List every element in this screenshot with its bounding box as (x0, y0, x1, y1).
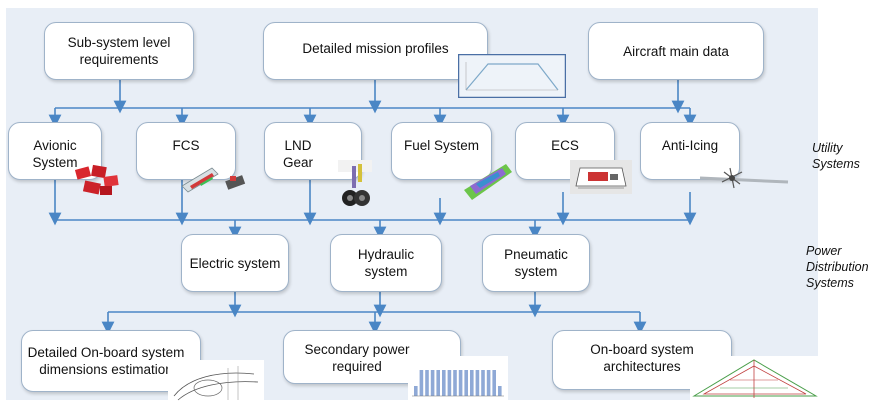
box-subsystem-requirements: Sub-system level requirements (44, 22, 194, 80)
power-thumb-bar (481, 370, 485, 396)
power-thumb-bar (430, 370, 435, 396)
box-hydraulic-system: Hydraulic system (330, 234, 442, 292)
side-label-text: Power Distribution Systems (806, 244, 869, 290)
box-label: FCS (172, 138, 200, 153)
fcs-thumbnail (181, 167, 246, 193)
box-label: Secondary power required (304, 342, 410, 374)
power-thumb-bar (486, 370, 491, 396)
box-ecs: ECS (515, 122, 615, 180)
box-label: LND Gear (282, 138, 313, 170)
box-label: Fuel System (403, 138, 480, 153)
box-label: On-board system architectures (590, 342, 694, 374)
power-thumb-bar (447, 370, 452, 396)
box-label: Detailed On-board system dimensions esti… (27, 345, 185, 377)
power-thumb-bar (492, 370, 496, 396)
power-thumb-bar (419, 370, 424, 396)
utility-systems-label: Utility Systems (812, 140, 874, 172)
power-thumb-bar (458, 370, 463, 396)
power-thumb-bar (475, 370, 480, 396)
power-thumb-bar (453, 370, 457, 396)
mission-profile-thumbnail (458, 54, 566, 98)
box-electric-system: Electric system (181, 234, 289, 292)
box-label: Electric system (189, 255, 281, 271)
architecture-drawing-thumbnail (690, 356, 820, 402)
box-fuel-system: Fuel System (391, 122, 492, 180)
power-thumb-bar (442, 370, 446, 396)
avionics-thumbnail (74, 164, 119, 195)
box-label: Sub-system level requirements (67, 35, 171, 67)
anti-icing-thumbnail (700, 167, 789, 189)
box-fcs: FCS (136, 122, 236, 180)
power-thumb-bar (498, 386, 502, 396)
box-anti-icing: Anti-Icing (640, 122, 740, 180)
landing-gear-thumbnail (338, 160, 372, 206)
box-label: Detailed mission profiles (302, 40, 449, 56)
box-lnd-gear: LND Gear (264, 122, 362, 180)
power-thumb-bar (414, 386, 418, 396)
ecs-thumbnail (570, 160, 632, 194)
side-label-text: Utility Systems (812, 141, 860, 171)
box-label: ECS (551, 138, 579, 153)
box-label: Anti-Icing (661, 138, 719, 153)
power-thumb-bar (425, 370, 429, 396)
box-secondary-power: Secondary power required (283, 330, 461, 384)
box-aircraft-main-data: Aircraft main data (588, 22, 764, 80)
power-distribution-label: Power Distribution Systems (806, 243, 876, 291)
power-thumb-bar (436, 370, 440, 396)
box-label: Pneumatic system (504, 247, 568, 279)
box-label: Hydraulic system (357, 247, 415, 279)
box-mission-profiles: Detailed mission profiles (263, 22, 488, 80)
box-label: Avionic System (32, 138, 78, 170)
power-thumb-bar (470, 370, 474, 396)
power-thumb-bar (464, 370, 468, 396)
box-pneumatic-system: Pneumatic system (482, 234, 590, 292)
box-label: Aircraft main data (623, 43, 729, 59)
fuel-system-thumbnail (464, 164, 512, 200)
power-chart-thumbnail (408, 356, 508, 400)
dimensions-drawing-thumbnail (168, 360, 264, 406)
